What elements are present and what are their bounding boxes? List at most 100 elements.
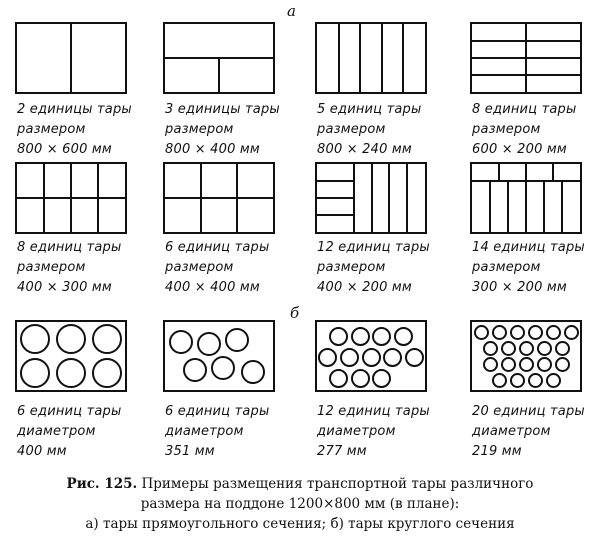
divider-line [380, 24, 383, 92]
container-circle [536, 340, 552, 356]
caption-size: 400 × 400 мм [165, 280, 260, 295]
divider-line [402, 24, 405, 92]
container-circle [545, 324, 561, 340]
pallet-panel [470, 320, 582, 392]
pallet-panel [15, 22, 127, 94]
container-circle [482, 356, 498, 372]
caption-word: размером [472, 260, 541, 275]
container-circle [372, 368, 392, 388]
caption-count: 12 единиц тары [317, 404, 430, 419]
divider-line [370, 164, 373, 232]
caption-word: диаметром [165, 424, 244, 439]
container-circle [329, 326, 349, 346]
caption-count: 20 единиц тары [472, 404, 585, 419]
container-circle [500, 356, 516, 372]
caption-count: 12 единиц тары [317, 240, 430, 255]
divider-line [200, 164, 202, 232]
container-circle [92, 358, 122, 388]
caption-word: размером [165, 260, 234, 275]
divider-line [70, 24, 72, 92]
container-circle [225, 328, 249, 352]
container-circle [20, 324, 50, 354]
container-circle [527, 372, 543, 388]
container-circle [482, 340, 498, 356]
container-circle [518, 356, 534, 372]
figure-caption-line3: а) тары прямоугольного сечения; б) тары … [85, 516, 515, 532]
container-circle [169, 330, 193, 354]
container-circle [527, 324, 543, 340]
divider-line [317, 214, 354, 216]
container-circle [329, 368, 349, 388]
caption-word: диаметром [472, 424, 551, 439]
caption-size: 277 мм [317, 444, 367, 459]
divider-line [359, 24, 362, 92]
section-a-label: а [287, 2, 296, 20]
caption-size: 800 × 400 мм [165, 142, 260, 157]
container-circle [509, 372, 525, 388]
container-circle [56, 358, 86, 388]
caption-word: размером [165, 122, 234, 137]
caption-count: 6 единиц тары [17, 404, 122, 419]
container-circle [491, 372, 507, 388]
caption-size: 400 мм [17, 444, 67, 459]
container-circle [339, 347, 359, 367]
container-circle [241, 360, 265, 384]
caption-word: размером [317, 260, 386, 275]
divider-line [236, 164, 238, 232]
pallet-panel [315, 320, 427, 392]
container-circle [183, 358, 207, 382]
divider-line [317, 180, 354, 182]
divider-line [525, 164, 527, 181]
figure-caption-line2: размера на поддоне 1200×800 мм (в плане)… [140, 496, 460, 512]
divider-line [406, 164, 409, 232]
container-circle [92, 324, 122, 354]
divider-line [507, 181, 509, 232]
container-circle [350, 368, 370, 388]
caption-count: 8 единиц тары [17, 240, 122, 255]
container-circle [383, 347, 403, 367]
divider-line [218, 58, 220, 92]
container-circle [473, 324, 489, 340]
pallet-panel [315, 22, 427, 94]
container-circle [361, 347, 381, 367]
pallet-panel [163, 320, 275, 392]
container-circle [554, 340, 570, 356]
container-circle [554, 356, 570, 372]
caption-size: 219 мм [472, 444, 522, 459]
caption-size: 800 × 600 мм [17, 142, 112, 157]
container-circle [20, 358, 50, 388]
container-circle [404, 347, 424, 367]
divider-line [498, 164, 500, 181]
figure-caption-label: Рис. 125. [66, 476, 138, 492]
pallet-panel [470, 162, 582, 234]
pallet-panel [163, 22, 275, 94]
caption-size: 800 × 240 мм [317, 142, 412, 157]
container-circle [56, 324, 86, 354]
divider-line [543, 181, 545, 232]
divider-line [489, 181, 491, 232]
container-circle [350, 326, 370, 346]
caption-count: 5 единиц тары [317, 102, 422, 117]
container-circle [393, 326, 413, 346]
divider-line [70, 164, 72, 232]
caption-size: 600 × 200 мм [472, 142, 567, 157]
container-circle [318, 347, 338, 367]
caption-count: 14 единиц тары [472, 240, 585, 255]
pallet-panel [15, 320, 127, 392]
caption-size: 351 мм [165, 444, 215, 459]
container-circle [491, 324, 507, 340]
section-b-label: б [290, 304, 300, 322]
caption-count: 6 единиц тары [165, 404, 270, 419]
container-circle [518, 340, 534, 356]
panel-caption: 6 единиц тары диаметром 351 мм [165, 402, 269, 462]
divider-line [337, 24, 340, 92]
divider-line [43, 164, 45, 232]
pallet-panel [315, 162, 427, 234]
divider-line [525, 24, 527, 92]
